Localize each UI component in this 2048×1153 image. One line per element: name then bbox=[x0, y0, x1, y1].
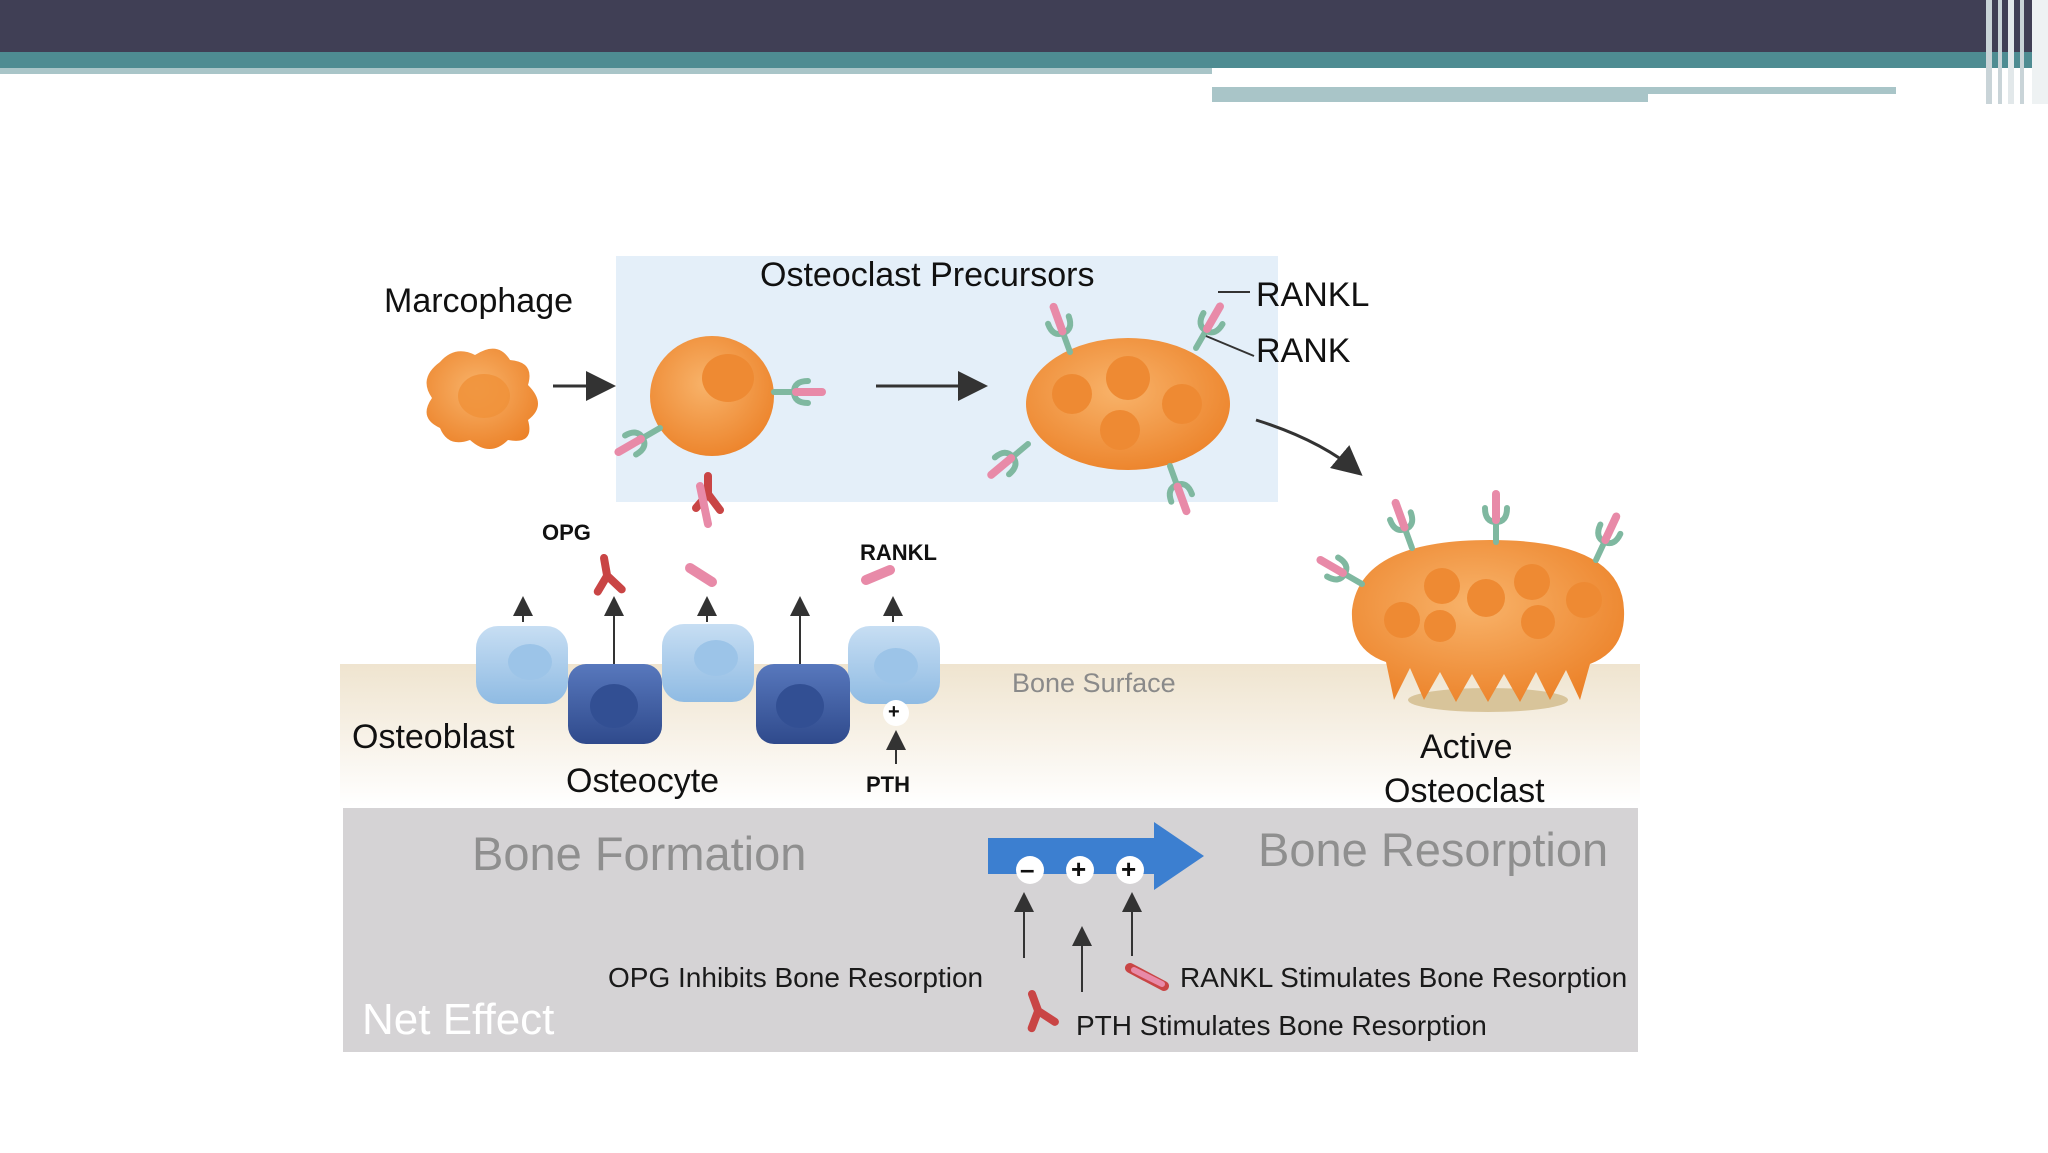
label-pth-effect: PTH Stimulates Bone Resorption bbox=[1076, 1010, 1487, 1041]
title-bar-pale-right bbox=[1212, 84, 1648, 102]
title-bar-teal bbox=[0, 52, 2048, 68]
sign-plus-1: + bbox=[1071, 854, 1087, 884]
label-osteoblast: Osteoblast bbox=[352, 718, 515, 756]
rankl-molecule-2 bbox=[861, 565, 895, 585]
sign-plus-circle-2 bbox=[1116, 856, 1144, 884]
active-osteoclast-cell bbox=[1351, 540, 1625, 702]
rankl-molecule-1 bbox=[685, 563, 717, 587]
title-bar-white-line bbox=[1212, 84, 1896, 87]
title-bar-pale bbox=[0, 68, 1212, 74]
label-net-effect: Net Effect bbox=[362, 995, 555, 1044]
pth-plus-sign: + bbox=[888, 701, 900, 723]
label-rank: RANK bbox=[1256, 332, 1351, 370]
sign-plus-2: + bbox=[1121, 854, 1137, 884]
edge-stripe bbox=[2020, 0, 2024, 104]
precursor-nucleus-1 bbox=[702, 354, 754, 402]
label-macrophage: Marcophage bbox=[384, 282, 574, 320]
edge-stripe bbox=[1986, 0, 1992, 104]
edge-stripe bbox=[2032, 0, 2048, 104]
sign-minus-circle bbox=[1016, 856, 1044, 884]
title-bar-dark bbox=[0, 0, 2048, 52]
label-rankl-mid: RANKL bbox=[860, 540, 937, 565]
pth-plus-circle bbox=[883, 700, 909, 726]
label-bone-resorption: Bone Resorption bbox=[1258, 823, 1609, 876]
opg-molecule-2 bbox=[592, 556, 622, 594]
edge-stripe bbox=[1998, 0, 2002, 104]
label-osteocyte: Osteocyte bbox=[566, 762, 720, 800]
label-opg-effect: OPG Inhibits Bone Resorption bbox=[608, 962, 984, 993]
edge-stripe bbox=[2008, 0, 2014, 104]
macrophage-nucleus bbox=[458, 374, 510, 418]
label-osteoclast: Osteoclast bbox=[1384, 772, 1545, 810]
precursor-cell-2 bbox=[1026, 338, 1230, 470]
label-bone-formation: Bone Formation bbox=[472, 827, 807, 880]
label-bone-surface: Bone Surface bbox=[1012, 668, 1176, 698]
arrow-precursor-to-active bbox=[1255, 418, 1363, 476]
title-bar-pale-right-2 bbox=[1648, 84, 1896, 94]
label-rankl-effect: RANKL Stimulates Bone Resorption bbox=[1180, 962, 1628, 993]
sign-plus-circle-1 bbox=[1066, 856, 1094, 884]
label-osteoclast-precursors: Osteoclast Precursors bbox=[760, 256, 1095, 294]
sign-minus: – bbox=[1020, 854, 1035, 884]
label-rankl-top: RANKL bbox=[1256, 276, 1370, 314]
label-pth: PTH bbox=[866, 772, 910, 797]
label-active: Active bbox=[1420, 728, 1513, 766]
label-opg: OPG bbox=[542, 520, 591, 545]
